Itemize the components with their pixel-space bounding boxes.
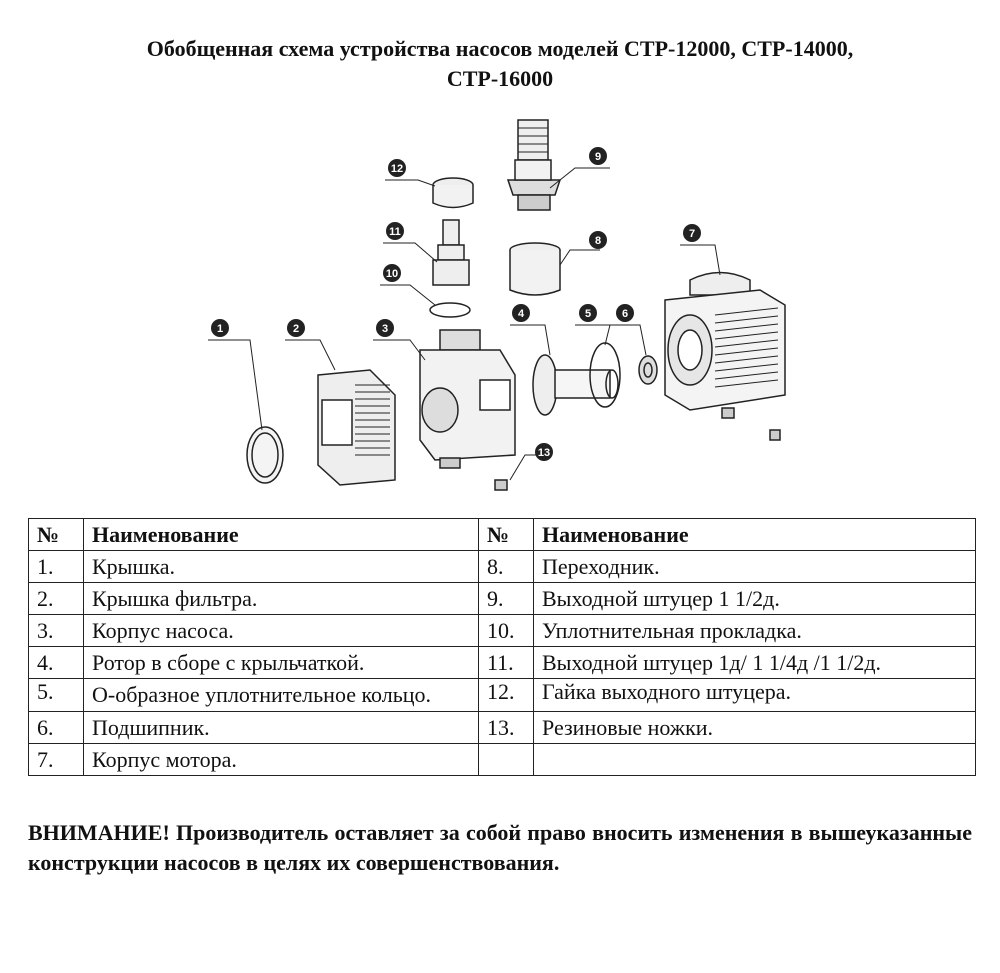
part-name: Выходной штуцер 1 1/2д.: [533, 582, 976, 615]
callout-10: 10: [383, 264, 401, 282]
callout-6: 6: [616, 304, 634, 322]
part-pump-housing: [419, 329, 516, 469]
part-name: Переходник.: [533, 550, 976, 583]
callout-5: 5: [579, 304, 597, 322]
callout-markers: 1 2 3 4 5 6 7 8 9 10 11 12 13: [211, 147, 701, 461]
callout-3: 3: [376, 319, 394, 337]
part-number: 6.: [28, 711, 84, 744]
callout-7: 7: [683, 224, 701, 242]
part-number: 11.: [478, 646, 534, 679]
header-number-1: №: [28, 518, 84, 551]
callout-12: 12: [388, 159, 406, 177]
part-gasket: [429, 302, 471, 318]
parts-table: № Наименование № Наименование 1. Крышка.…: [28, 518, 976, 776]
table-header-row: № Наименование № Наименование: [28, 518, 976, 551]
callout-4-label: 4: [518, 308, 525, 320]
callout-1: 1: [211, 319, 229, 337]
part-name: Крышка.: [83, 550, 479, 583]
part-stepped-outlet: [432, 219, 470, 286]
part-number: 10.: [478, 614, 534, 647]
callout-11: 11: [386, 222, 404, 240]
part-number: [478, 743, 534, 776]
callout-13-label: 13: [538, 447, 550, 459]
part-rubber-feet: [494, 479, 508, 491]
diagram-title-line1: Обобщенная схема устройства насосов моде…: [146, 36, 854, 61]
callout-9-label: 9: [595, 151, 601, 163]
callout-6-label: 6: [622, 308, 628, 320]
callout-10-label: 10: [386, 268, 398, 280]
part-adapter: [509, 242, 561, 296]
part-number: 3.: [28, 614, 84, 647]
part-number: 1.: [28, 550, 84, 583]
part-filter-cover: [317, 369, 396, 486]
callout-8: 8: [589, 231, 607, 249]
callout-5-label: 5: [585, 308, 591, 320]
part-name: Выходной штуцер 1д/ 1 1/4д /1 1/2д.: [533, 646, 976, 679]
part-number: 7.: [28, 743, 84, 776]
part-name: Корпус мотора.: [83, 743, 479, 776]
part-name: Резиновые ножки.: [533, 711, 976, 744]
table-row: 6. Подшипник. 13. Резиновые ножки.: [28, 711, 976, 744]
callout-1-label: 1: [217, 323, 223, 335]
callout-9: 9: [589, 147, 607, 165]
callout-8-label: 8: [595, 235, 601, 247]
callout-2-label: 2: [293, 323, 299, 335]
table-row: 4. Ротор в сборе с крыльчаткой. 11. Выхо…: [28, 646, 976, 679]
part-name: [533, 743, 976, 776]
table-row: 1. Крышка. 8. Переходник.: [28, 550, 976, 583]
callout-4: 4: [512, 304, 530, 322]
table-row: 7. Корпус мотора.: [28, 743, 976, 776]
part-name: О-образное уплотнительное кольцо.: [83, 678, 479, 712]
callout-13: 13: [535, 443, 553, 461]
exploded-pump-diagram: 1 2 3 4 5 6 7 8 9 10 11 12 13: [208, 119, 786, 491]
header-name-1: Наименование: [83, 518, 479, 551]
part-number: 5.: [28, 678, 84, 712]
callout-2: 2: [287, 319, 305, 337]
diagram-title-line2: СТР-16000: [446, 66, 554, 91]
part-outlet-fitting: [506, 119, 562, 211]
part-motor-housing: [664, 271, 786, 441]
part-name: Крышка фильтра.: [83, 582, 479, 615]
part-rotor: [532, 354, 619, 416]
table-row: 2. Крышка фильтра. 9. Выходной штуцер 1 …: [28, 582, 976, 615]
part-number: 13.: [478, 711, 534, 744]
part-bearing: [638, 355, 658, 385]
callout-3-label: 3: [382, 323, 388, 335]
manufacturer-notice: ВНИМАНИЕ! Производитель оставляет за соб…: [28, 820, 972, 875]
part-number: 9.: [478, 582, 534, 615]
part-number: 2.: [28, 582, 84, 615]
part-cover: [246, 426, 284, 484]
part-number: 4.: [28, 646, 84, 679]
header-name-2: Наименование: [533, 518, 976, 551]
part-number: 8.: [478, 550, 534, 583]
callout-12-label: 12: [391, 163, 403, 175]
part-name: Ротор в сборе с крыльчаткой.: [83, 646, 479, 679]
part-name: Подшипник.: [83, 711, 479, 744]
table-row: 3. Корпус насоса. 10. Уплотнительная про…: [28, 614, 976, 647]
callout-11-label: 11: [389, 226, 401, 238]
part-name: Уплотнительная прокладка.: [533, 614, 976, 647]
part-outlet-nut: [432, 177, 474, 209]
table-row: 5. О-образное уплотнительное кольцо. 12.…: [28, 678, 976, 712]
part-name: Корпус насоса.: [83, 614, 479, 647]
header-number-2: №: [478, 518, 534, 551]
part-name: Гайка выходного штуцера.: [533, 678, 976, 712]
callout-7-label: 7: [689, 228, 695, 240]
part-number: 12.: [478, 678, 534, 712]
